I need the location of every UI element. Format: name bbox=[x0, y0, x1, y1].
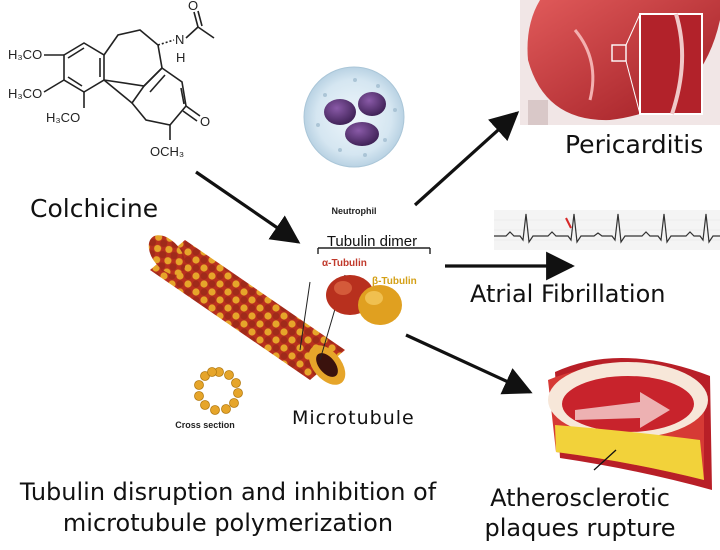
methoxy-group-1: H₃CO bbox=[8, 47, 42, 62]
atherosclerotic-artery-image bbox=[548, 357, 712, 490]
cross-section-ring bbox=[194, 367, 243, 415]
cross-section-label: Cross section bbox=[175, 420, 235, 430]
tubulin-dimer-label: Tubulin dimer bbox=[327, 233, 417, 250]
arrow-to-pericarditis bbox=[413, 111, 520, 207]
arrow-to-atherosclerosis bbox=[405, 333, 533, 395]
pericarditis-heart-image bbox=[520, 0, 720, 125]
colchicine-label: Colchicine bbox=[30, 194, 159, 223]
microtubule-label: Microtubule bbox=[292, 407, 415, 429]
pathway-arrows bbox=[195, 111, 617, 471]
nitrogen-atom: N bbox=[175, 32, 184, 47]
methoxy-group-4: OCH₃ bbox=[150, 144, 184, 159]
hydrogen-atom: H bbox=[176, 50, 185, 65]
mechanism-label-line2: microtubule polymerization bbox=[62, 509, 394, 537]
neutrophil-label: Neutrophil bbox=[332, 206, 377, 216]
pericarditis-label: Pericarditis bbox=[565, 130, 704, 159]
colchicine-atom-labels: H₃CO H₃CO H₃CO OCH₃ N H O O bbox=[8, 0, 210, 159]
tubulin-dimer bbox=[299, 247, 431, 361]
mechanism-label-line1: Tubulin disruption and inhibition of bbox=[19, 478, 437, 506]
amide-oxygen: O bbox=[188, 0, 198, 13]
arrow-colchicine-to-tubulin bbox=[195, 170, 301, 244]
carbonyl-oxygen: O bbox=[200, 114, 210, 129]
neutrophil-cell bbox=[303, 66, 405, 168]
methoxy-group-3: H₃CO bbox=[46, 110, 80, 125]
beta-tubulin-label: β-Tubulin bbox=[372, 276, 417, 287]
atherosclerotic-label-line1: Atherosclerotic bbox=[490, 484, 670, 512]
alpha-tubulin-label: α-Tubulin bbox=[322, 258, 367, 269]
atrial-fibrillation-label: Atrial Fibrillation bbox=[470, 280, 666, 308]
ecg-strip bbox=[494, 210, 720, 250]
microtubule-illustration bbox=[148, 235, 346, 385]
atherosclerotic-label-line2: plaques rupture bbox=[484, 514, 676, 542]
colchicine-structure bbox=[43, 10, 215, 140]
methoxy-group-2: H₃CO bbox=[8, 86, 42, 101]
plaque-pointer-line bbox=[593, 449, 617, 471]
